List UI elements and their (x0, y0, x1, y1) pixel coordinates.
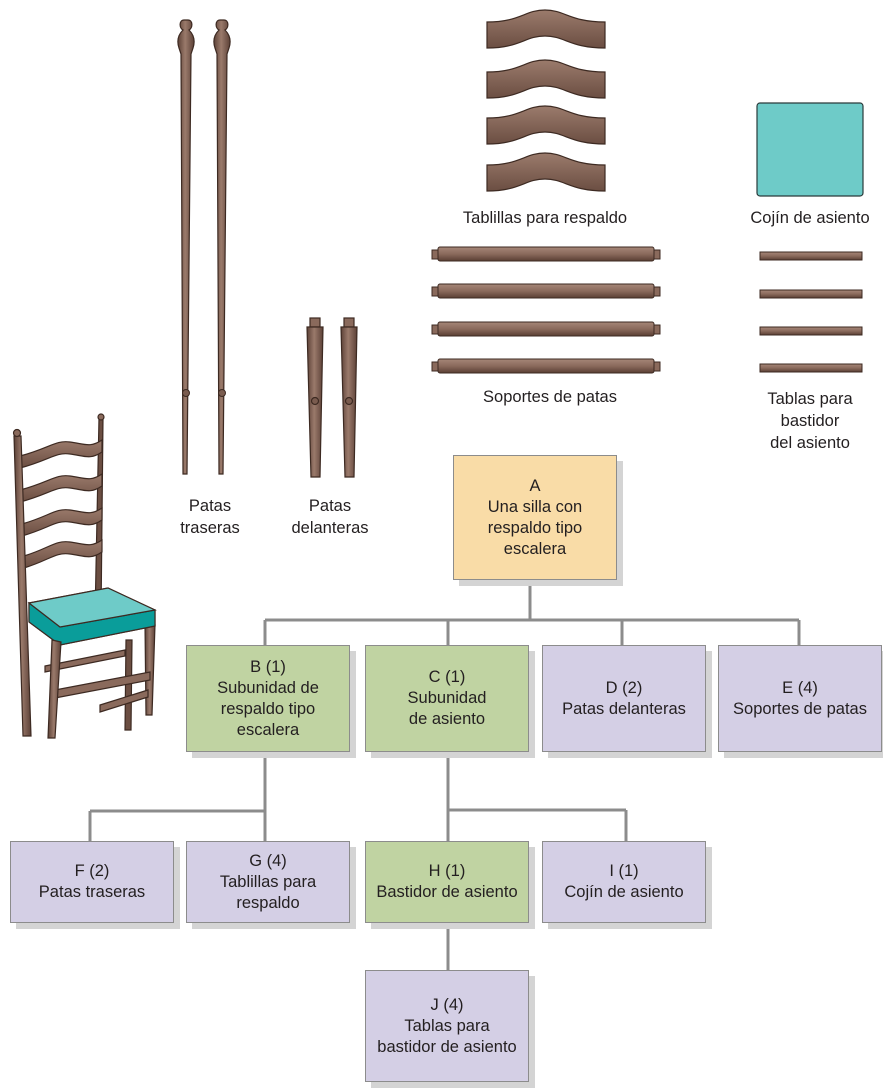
label-seat-cushion: Cojín de asiento (750, 209, 870, 227)
node-b-back-subassembly: B (1) Subunidad de respaldo tipo escaler… (186, 645, 350, 752)
back-slats-icon (486, 9, 606, 192)
node-j-seat-frame-boards: J (4) Tablas para bastidor de asiento (365, 970, 529, 1082)
node-c-seat-subassembly: C (1) Subunidad de asiento (365, 645, 529, 752)
node-i-seat-cushion: I (1) Cojín de asiento (542, 841, 706, 923)
back-legs-icon (177, 19, 231, 475)
node-a-chair: A Una silla con respaldo tipo escalera (453, 455, 617, 580)
ladder-back-chair-icon (12, 413, 157, 739)
label-seat-frame-boards: Tablas para bastidor del asiento (767, 390, 853, 452)
node-e-leg-supports: E (4) Soportes de patas (718, 645, 882, 752)
node-g-back-slats: G (4) Tablillas para respaldo (186, 841, 350, 923)
leg-supports-icon (431, 246, 661, 374)
label-front-legs: Patas delanteras (291, 497, 369, 537)
tree-connectors (88, 580, 801, 970)
node-h-seat-frame: H (1) Bastidor de asiento (365, 841, 529, 923)
node-d-front-legs: D (2) Patas delanteras (542, 645, 706, 752)
seat-cushion-icon (756, 102, 864, 197)
label-leg-supports: Soportes de patas (483, 388, 617, 406)
node-f-back-legs: F (2) Patas traseras (10, 841, 174, 923)
seat-frame-boards-icon (759, 251, 863, 373)
front-legs-icon (306, 317, 358, 478)
label-back-slats: Tablillas para respaldo (462, 209, 628, 227)
label-back-legs: Patas traseras (180, 497, 240, 537)
